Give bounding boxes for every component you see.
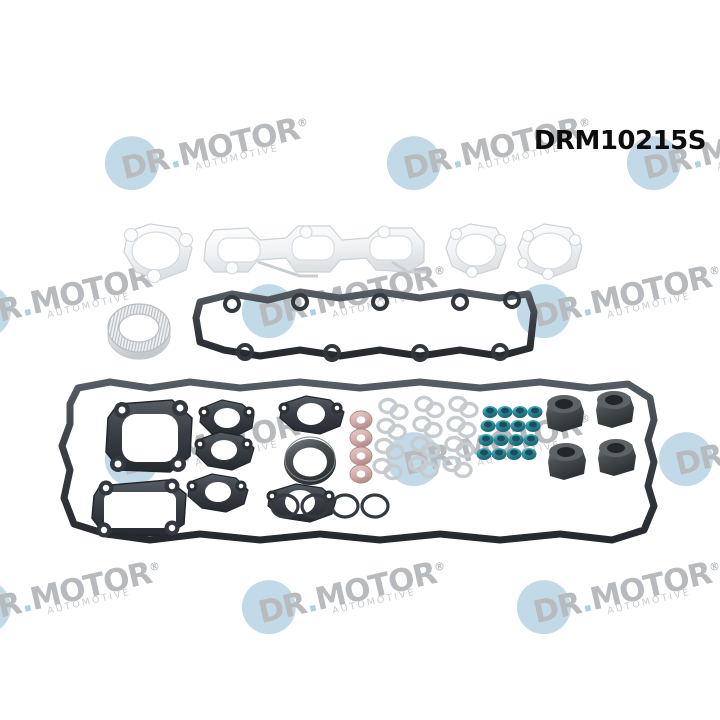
- water-pipe-gasket-b: [194, 431, 255, 471]
- camshaft-seal-ring: [284, 436, 336, 485]
- egr-gasket-upper: [198, 399, 255, 437]
- exhaust-outlet-gasket: [517, 223, 583, 280]
- valve-stem-seals: [476, 406, 543, 460]
- turbo-flange-gasket: [445, 223, 507, 278]
- exhaust-mesh-ring: [107, 303, 171, 360]
- part-number-label: DRM10215S: [533, 126, 707, 156]
- o-rings: [270, 493, 390, 519]
- exhaust-manifold-gasket-left: [123, 223, 193, 283]
- thermostat-housing-gasket: [105, 399, 193, 473]
- metal-clip-gaskets: [372, 395, 479, 481]
- water-pipe-gasket-a: [278, 395, 345, 435]
- intake-manifold-gasket-strip: [203, 225, 426, 278]
- egr-gasket-lower: [186, 473, 249, 513]
- copper-washers: [349, 410, 373, 484]
- valve-cover-gasket: [192, 288, 538, 362]
- oil-cooler-gasket: [91, 478, 187, 538]
- rubber-cam-seals: [546, 391, 636, 480]
